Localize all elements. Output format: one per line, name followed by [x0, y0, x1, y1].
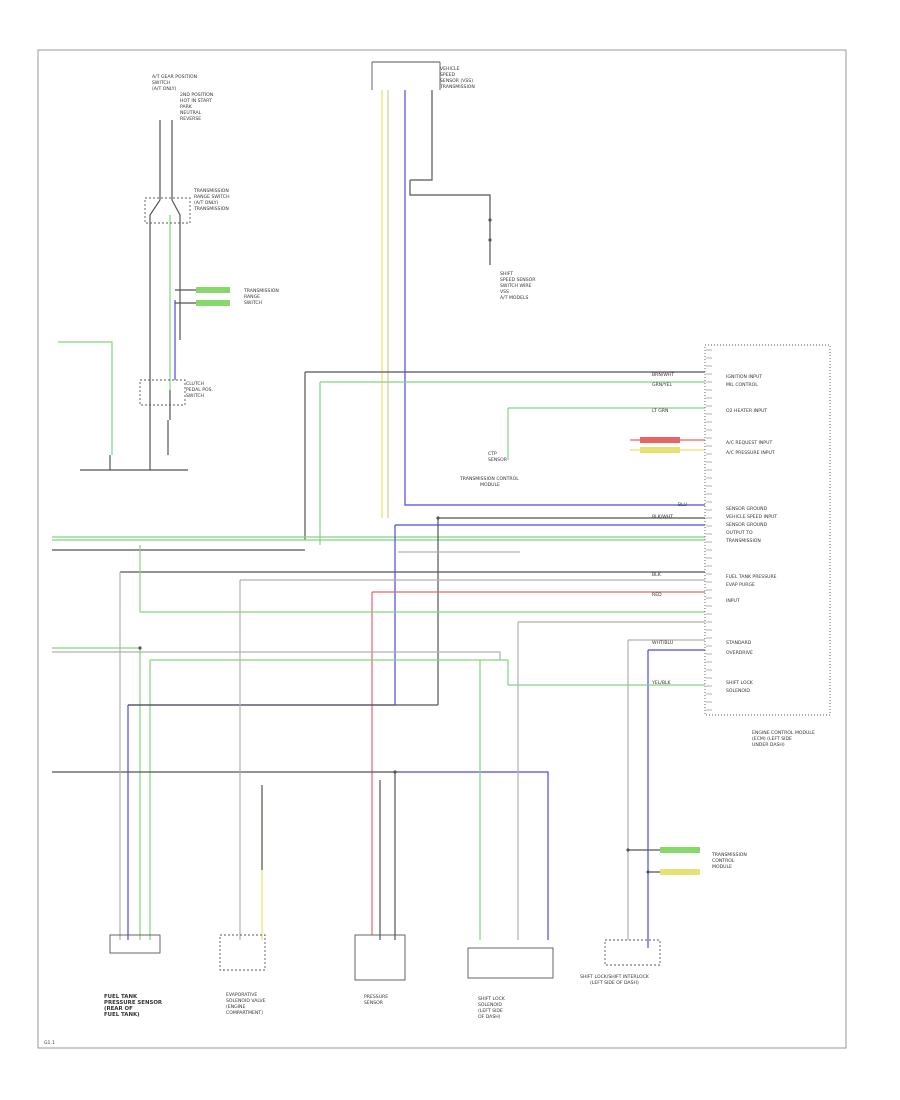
wire-ecm-standard: [627, 639, 705, 940]
wire-left-lower-green-2: [149, 659, 508, 940]
splice-7: [488, 238, 492, 242]
wire-top-center-black: [409, 90, 491, 265]
marker-right-bot-2: [660, 869, 700, 875]
wire-ecm-mil: [319, 381, 705, 545]
marker-ac-red: [640, 437, 680, 443]
splice-4: [646, 870, 650, 874]
comp-right-bottom[interactable]: [604, 939, 661, 966]
wire-ecm-ignition: [304, 371, 705, 540]
label-bottom-right: SHIFT LOCK/SHIFT INTERLOCK (LEFT SIDE OF…: [580, 974, 650, 986]
wire-left-lower-green: [52, 647, 141, 940]
components: [109, 61, 831, 981]
ecm-block[interactable]: [704, 344, 831, 716]
wire-left-lower-gray: [52, 651, 501, 660]
comp-fuel-tank[interactable]: [109, 934, 161, 954]
wire-ground-drops: [109, 455, 151, 470]
label-vsv-sensor: EVAPORATIVE SOLENOID VALVE (ENGINE COMPA…: [226, 992, 267, 1016]
splice-5: [436, 516, 440, 520]
label-wire-codes: BRN/WHT GRN/YEL LT GRN BLU BLK/WHT BLK R…: [651, 372, 688, 686]
wire-left-green-feed: [58, 341, 113, 455]
switch-box-mid: [139, 379, 186, 406]
page-code: G1.1: [44, 1040, 55, 1046]
label-fuel-tank: FUEL TANK PRESSURE SENSOR (REAR OF FUEL …: [104, 994, 164, 1018]
marker-clutch-1: [196, 287, 230, 293]
label-top-left-switch-sub: 2ND POSITION HOT IN START PARK NEUTRAL R…: [180, 92, 215, 122]
wire-ecm-green-low: [139, 545, 705, 613]
splice-dots: [138, 218, 650, 874]
label-top-left-switch: A/T GEAR POSITION SWITCH (A/T ONLY): [152, 74, 199, 92]
splice-3: [626, 848, 630, 852]
label-ctp: CTP SENSOR: [488, 451, 508, 463]
diagram-border: [37, 49, 847, 1049]
splice-6: [488, 218, 492, 222]
label-top-center-sensor: VEHICLE SPEED SENSOR (VSS) TRANSMISSION: [439, 66, 475, 90]
wire-ecm-overdrive-blue: [647, 649, 705, 948]
label-hvsv: SHIFT LOCK SOLENOID (LEFT SIDE OF DASH): [478, 996, 506, 1020]
splice-2: [393, 770, 397, 774]
wire-switch-stack-a: [149, 120, 181, 340]
label-ecm-pins: IGNITION INPUT MIL CONTROL O2 HEATER INP…: [725, 374, 779, 694]
ecm-pin-ticks: [706, 349, 712, 711]
marker-clutch-2: [196, 300, 230, 306]
switch-box-top: [144, 197, 191, 224]
label-clutch-pedal: CLUTCH PEDAL POS. SWITCH: [186, 381, 215, 399]
sensor-box-top-center: [371, 61, 441, 90]
label-trans-ctrl-right: TRANSMISSION CONTROL MODULE: [711, 852, 748, 870]
label-ecm-title: ENGINE CONTROL MODULE (ECM) (LEFT SIDE U…: [752, 730, 816, 748]
comp-hvsv[interactable]: [467, 947, 554, 979]
wire-bus-blue-mid: [394, 524, 705, 705]
connector-markers: [196, 287, 700, 875]
splice-1: [138, 646, 142, 650]
wire-bottom-gray-v: [119, 572, 519, 940]
wire-ecm-red: [371, 591, 705, 935]
label-trans-range-a: TRANSMISSION RANGE SWITCH (A/T ONLY) TRA…: [193, 188, 231, 212]
label-pressure-sensor: PRESSURE SENSOR: [364, 994, 390, 1006]
label-trans-control: TRANSMISSION CONTROL MODULE: [459, 476, 520, 488]
marker-right-bot-1: [660, 847, 700, 853]
wire-bottom-bus-black: [52, 771, 396, 940]
labels: A/T GEAR POSITION SWITCH (A/T ONLY) 2ND …: [104, 66, 816, 1020]
marker-ac-yel: [640, 447, 680, 453]
wires: [52, 90, 705, 948]
wire-ecm-o2: [507, 407, 705, 460]
wire-ecm-shiftlock-green: [507, 660, 705, 686]
wire-bottom-bus-blue: [395, 771, 549, 940]
comp-vsv[interactable]: [219, 934, 266, 971]
label-mid-sensor: SHIFT SPEED SENSOR SWITCH WIRE VSS A/T M…: [500, 271, 537, 301]
comp-pressure[interactable]: [354, 934, 406, 981]
wire-switch-stack-b: [149, 330, 171, 455]
wire-bottom-black-v2: [261, 780, 381, 940]
wire-right-bottom-leads: [628, 849, 700, 873]
wire-top-center-blue: [404, 90, 705, 506]
label-trans-range-b: TRANSMISSION RANGE SWITCH: [243, 288, 280, 306]
